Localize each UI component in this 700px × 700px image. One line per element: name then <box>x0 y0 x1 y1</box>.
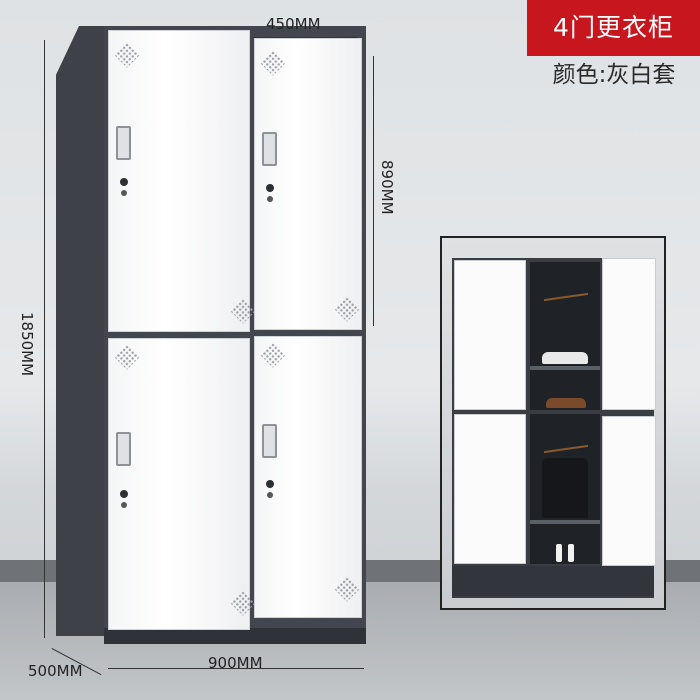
door-handle <box>262 132 277 166</box>
dimension-line-width <box>108 668 364 669</box>
dimension-line-total-height <box>44 40 45 638</box>
vent-icon <box>114 42 140 68</box>
lock-icon <box>266 480 274 488</box>
door-bottom-left <box>108 338 256 630</box>
door-handle <box>116 432 131 466</box>
cabinet-side-panel <box>56 26 106 636</box>
mini-door-top-right-open <box>602 258 656 410</box>
book-icon <box>546 398 586 408</box>
vent-icon <box>334 296 360 322</box>
towel-icon <box>542 352 588 364</box>
door-handle <box>262 424 277 458</box>
lock-icon <box>120 178 128 186</box>
lock-icon <box>266 184 274 192</box>
mini-door-top-left <box>454 260 526 410</box>
lock-icon <box>120 490 128 498</box>
dimension-depth: 500MM <box>28 662 83 680</box>
cabinet-base <box>104 628 366 644</box>
mini-interior-top <box>530 262 600 410</box>
color-label: 颜色:灰白套 <box>552 62 676 88</box>
dimension-line-door-width <box>254 37 358 38</box>
mini-shelf <box>530 366 600 370</box>
garment-icon <box>542 458 588 518</box>
mini-door-bottom-left <box>454 414 526 564</box>
mini-cabinet-base <box>452 566 654 596</box>
door-top-left <box>108 30 256 332</box>
locker-cabinet <box>56 26 366 644</box>
dimension-total-height: 1850MM <box>18 312 36 377</box>
vent-icon <box>114 344 140 370</box>
dimension-door-height: 890MM <box>378 160 396 215</box>
door-handle <box>116 126 131 160</box>
product-title-badge: 4门更衣柜 <box>527 0 700 56</box>
vent-icon <box>334 576 360 602</box>
vent-icon <box>260 342 286 368</box>
dimension-width: 900MM <box>208 654 263 672</box>
door-bottom-right <box>254 336 362 618</box>
dimension-door-width: 450MM <box>266 15 321 33</box>
shoe-icon <box>568 544 574 562</box>
mini-cabinet-frame <box>452 258 656 598</box>
shoe-icon <box>556 544 562 562</box>
mini-door-bottom-right-open <box>602 416 656 566</box>
door-top-right <box>254 38 362 330</box>
vent-icon <box>260 50 286 76</box>
inset-open-locker-photo <box>440 236 666 610</box>
dimension-line-door-height <box>373 56 374 326</box>
mini-shelf <box>530 520 600 524</box>
